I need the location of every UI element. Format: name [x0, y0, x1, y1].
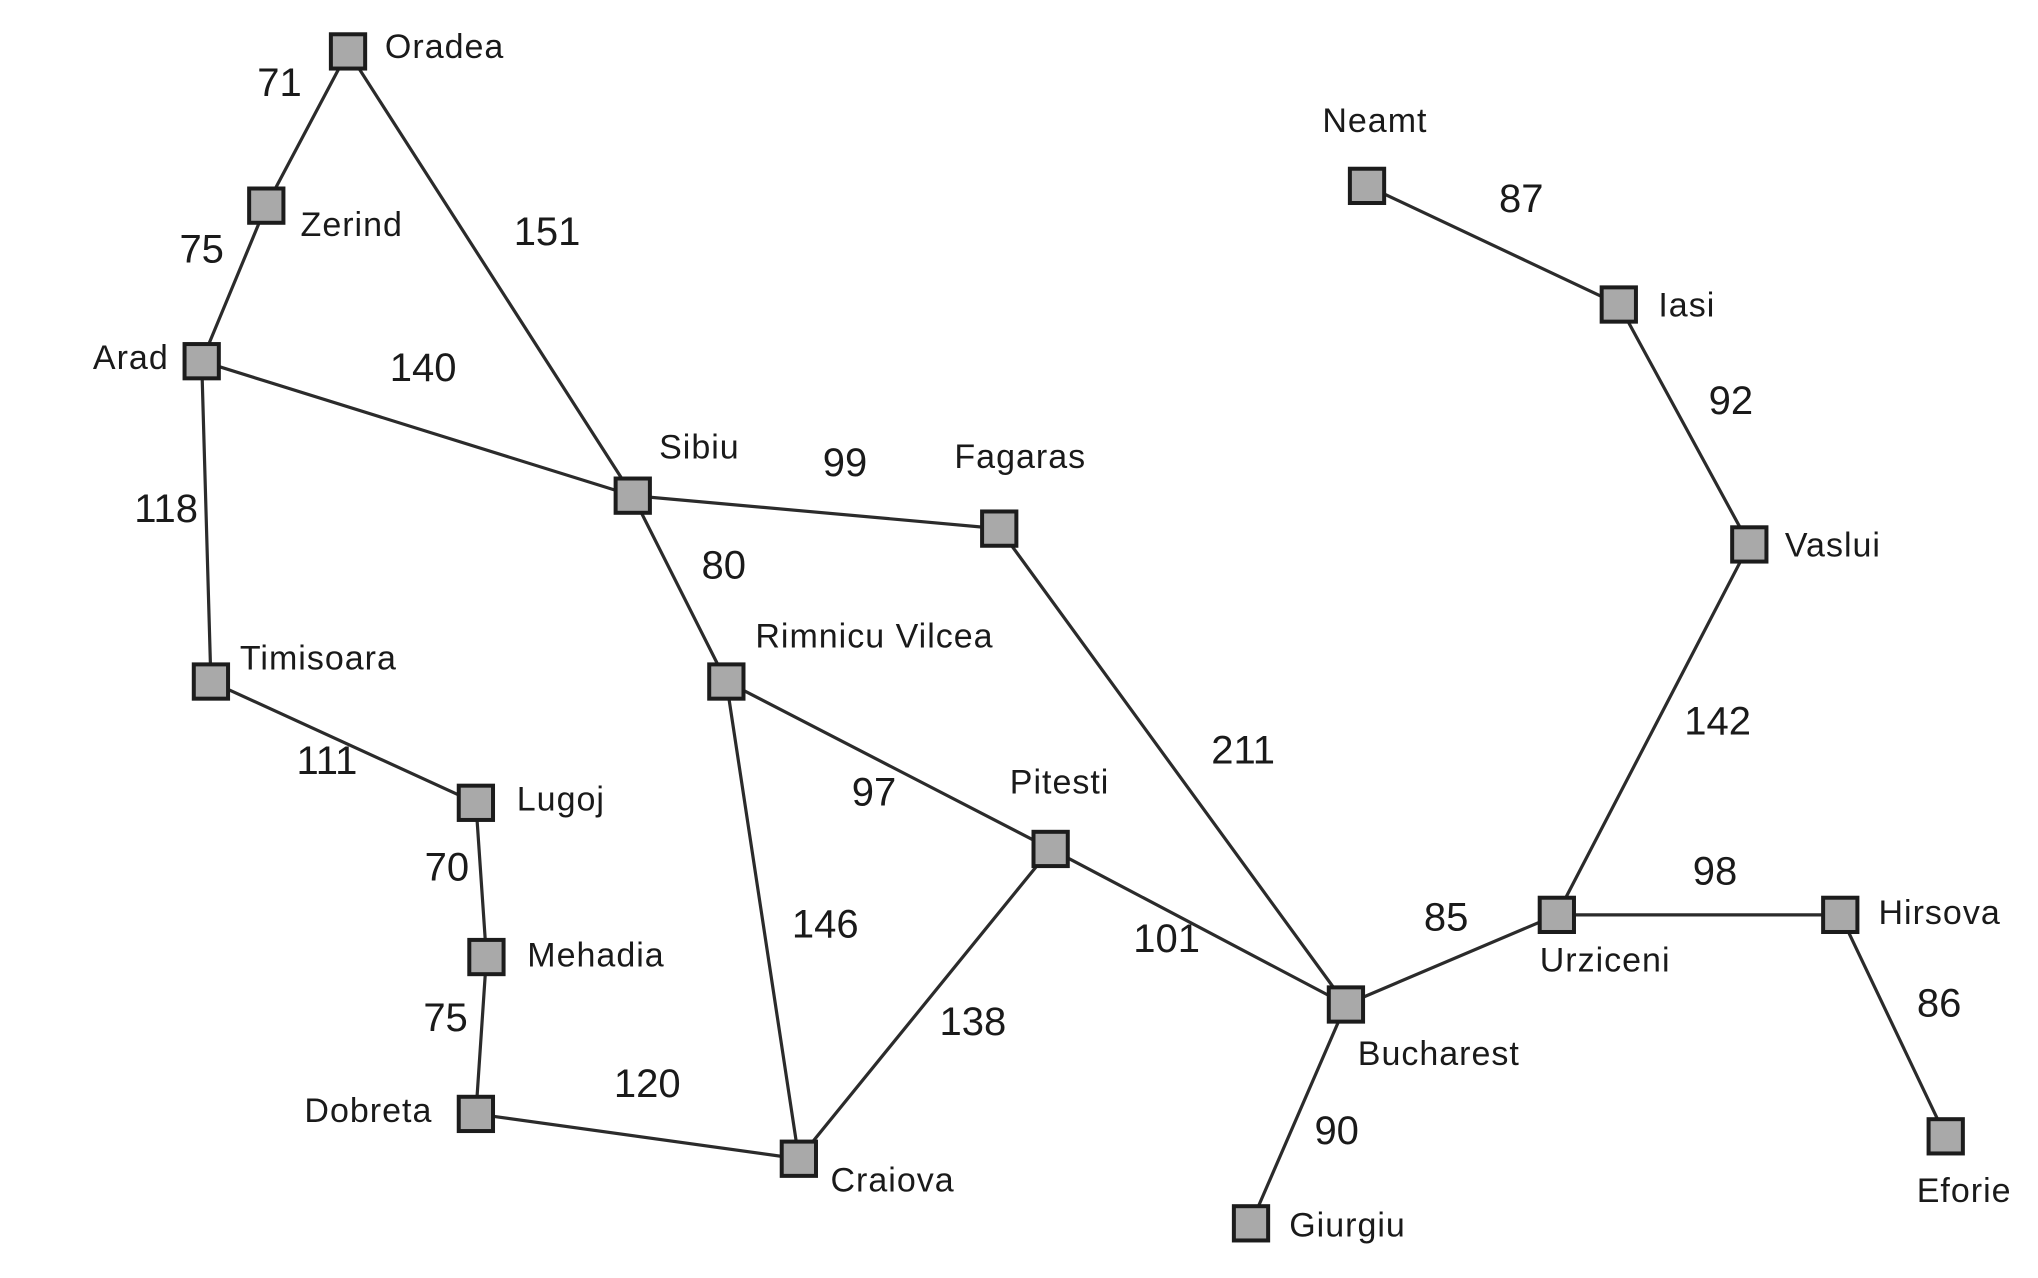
- city-marker-zerind: [247, 186, 286, 225]
- distance-label-sibiu-rimnicu: 80: [701, 544, 746, 588]
- city-marker-rimnicu: [707, 662, 746, 701]
- road-oradea-sibiu: [346, 49, 635, 498]
- distance-label-mehadia-dobreta: 75: [423, 996, 468, 1040]
- road-mehadia-dobreta: [474, 955, 489, 1116]
- road-bucharest-giurgiu: [1249, 1002, 1348, 1225]
- distance-label-oradea-sibiu: 151: [514, 210, 581, 254]
- road-urziceni-vaslui: [1555, 542, 1751, 917]
- distance-label-vaslui-iasi: 92: [1709, 379, 1754, 423]
- city-marker-urziceni: [1537, 895, 1576, 934]
- distance-label-bucharest-giurgiu: 90: [1314, 1109, 1359, 1153]
- city-label-craiova: Craiova: [830, 1162, 954, 1200]
- city-label-zerind: Zerind: [301, 206, 403, 244]
- road-arad-timisoara: [200, 359, 213, 684]
- road-craiova-pitesti: [797, 847, 1053, 1161]
- city-label-sibiu: Sibiu: [659, 429, 740, 467]
- distance-label-pitesti-bucharest: 101: [1133, 917, 1200, 961]
- city-label-bucharest: Bucharest: [1358, 1035, 1520, 1073]
- city-marker-pitesti: [1031, 829, 1070, 869]
- distance-label-oradea-zerind: 71: [257, 61, 302, 105]
- city-marker-bucharest: [1326, 985, 1366, 1024]
- city-marker-arad: [182, 342, 221, 381]
- city-label-vaslui: Vaslui: [1785, 526, 1881, 564]
- road-oradea-zerind: [264, 49, 350, 208]
- road-sibiu-fagaras: [631, 494, 1001, 531]
- distance-label-iasi-neamt: 87: [1499, 177, 1544, 221]
- city-marker-craiova: [779, 1139, 818, 1178]
- distance-label-arad-sibiu: 140: [390, 346, 457, 390]
- road-timisoara-lugoj: [209, 679, 478, 805]
- city-label-lugoj: Lugoj: [517, 781, 605, 819]
- city-label-mehadia: Mehadia: [527, 936, 664, 974]
- city-label-neamt: Neamt: [1322, 102, 1427, 140]
- city-label-eforie: Eforie: [1917, 1172, 2012, 1210]
- road-iasi-neamt: [1365, 184, 1621, 307]
- city-marker-neamt: [1347, 166, 1387, 206]
- distance-label-sibiu-fagaras: 99: [823, 441, 868, 485]
- city-marker-dobreta: [456, 1094, 496, 1134]
- city-marker-fagaras: [980, 509, 1019, 548]
- city-label-pitesti: Pitesti: [1010, 764, 1110, 802]
- distance-label-fagaras-bucharest: 211: [1211, 728, 1275, 772]
- road-fagaras-bucharest: [997, 527, 1348, 1007]
- road-dobreta-craiova: [474, 1112, 801, 1161]
- distance-label-rimnicu-craiova: 146: [792, 902, 859, 946]
- road-hirsova-eforie: [1838, 913, 1948, 1138]
- cities-layer: OradeaZerindAradTimisoaraLugojMehadiaDob…: [93, 28, 2012, 1245]
- city-marker-iasi: [1599, 285, 1638, 324]
- roads-layer: [200, 49, 1948, 1225]
- city-label-oradea: Oradea: [385, 28, 504, 66]
- road-pitesti-bucharest: [1049, 847, 1348, 1007]
- road-lugoj-mehadia: [474, 801, 489, 959]
- distance-label-hirsova-eforie: 86: [1917, 981, 1962, 1025]
- distance-label-dobreta-craiova: 120: [614, 1062, 681, 1106]
- city-marker-lugoj: [456, 783, 496, 822]
- city-marker-hirsova: [1821, 895, 1860, 934]
- distance-label-timisoara-lugoj: 111: [297, 739, 358, 783]
- road-sibiu-rimnicu: [631, 494, 728, 684]
- city-label-hirsova: Hirsova: [1878, 894, 2000, 932]
- road-vaslui-iasi: [1617, 302, 1751, 547]
- city-marker-vaslui: [1730, 525, 1769, 564]
- road-rimnicu-craiova: [724, 679, 801, 1161]
- distance-label-arad-timisoara: 118: [134, 487, 198, 531]
- distance-label-urziceni-vaslui: 142: [1684, 699, 1751, 743]
- distance-label-rimnicu-pitesti: 97: [852, 770, 897, 814]
- city-label-arad: Arad: [93, 339, 169, 377]
- road-bucharest-urziceni: [1344, 913, 1559, 1007]
- city-label-urziceni: Urziceni: [1540, 942, 1671, 980]
- city-marker-oradea: [328, 32, 368, 71]
- city-marker-sibiu: [613, 476, 652, 515]
- distance-labels-layer: 71 75 151 140 118 111 70 75 120 99 80 97 146 138 211 10…: [134, 61, 1961, 1153]
- city-marker-giurgiu: [1231, 1204, 1271, 1243]
- distance-label-lugoj-mehadia: 70: [425, 846, 470, 890]
- city-marker-eforie: [1926, 1117, 1965, 1156]
- city-label-rimnicu: Rimnicu Vilcea: [755, 617, 993, 655]
- city-label-dobreta: Dobreta: [304, 1092, 432, 1130]
- road-zerind-arad: [200, 204, 268, 363]
- city-label-giurgiu: Giurgiu: [1289, 1207, 1406, 1245]
- road-arad-sibiu: [200, 359, 635, 498]
- distance-label-craiova-pitesti: 138: [939, 1000, 1006, 1044]
- city-label-timisoara: Timisoara: [240, 640, 397, 678]
- distance-label-zerind-arad: 75: [179, 227, 224, 271]
- distance-label-urziceni-hirsova: 98: [1693, 850, 1738, 894]
- city-marker-timisoara: [191, 662, 231, 701]
- road-rimnicu-pitesti: [724, 679, 1053, 851]
- city-marker-mehadia: [467, 937, 506, 977]
- city-label-iasi: Iasi: [1658, 286, 1715, 324]
- city-label-fagaras: Fagaras: [954, 438, 1086, 476]
- distance-label-bucharest-urziceni: 85: [1424, 896, 1469, 940]
